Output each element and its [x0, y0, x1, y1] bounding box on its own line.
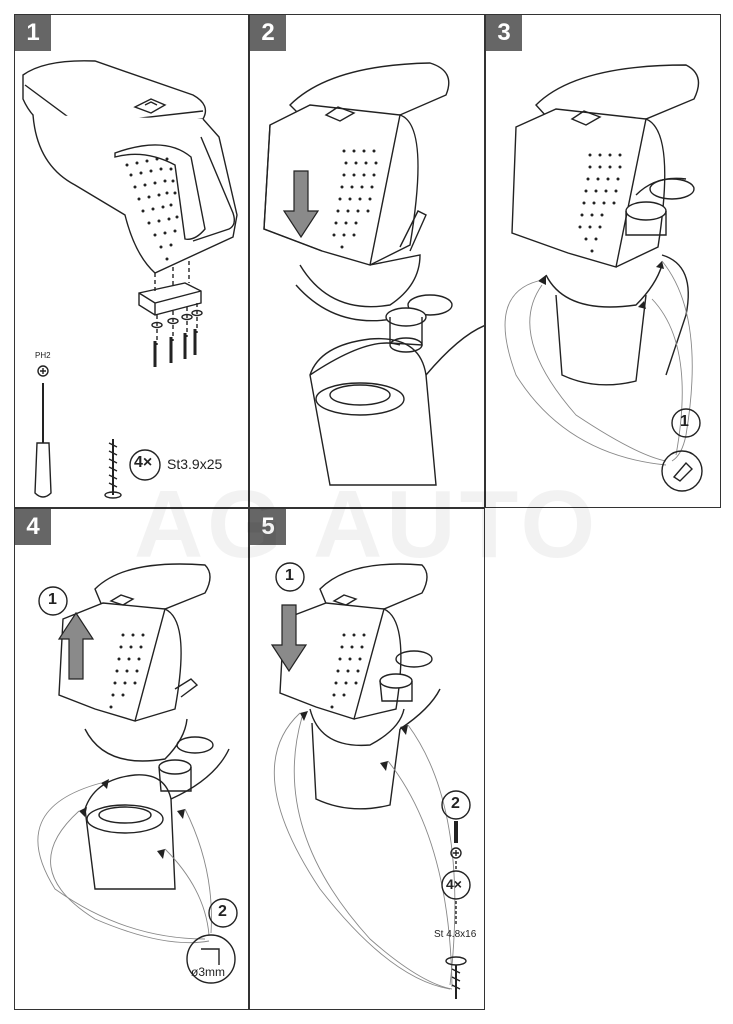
step-number-badge: 4	[15, 509, 51, 545]
step-number-badge: 2	[250, 15, 286, 51]
step-panel-4: 4	[14, 508, 249, 1010]
armrest-secure-illustration	[270, 562, 471, 999]
step4-callout-2: 2	[218, 903, 227, 920]
step-panel-5: 5	[249, 508, 485, 1010]
step5-screw-count: 4×	[446, 876, 462, 892]
screw-spec-label: St3.9x25	[167, 456, 223, 472]
slide-down-arrow	[270, 604, 308, 673]
step-panel-2: 2	[249, 14, 485, 508]
armrest-slide-illustration	[263, 62, 484, 486]
armrest-lift-illustration	[37, 563, 238, 984]
step5-callout-2: 2	[451, 795, 460, 812]
step-panel-1: 1	[14, 14, 249, 508]
screw-count-label: 4×	[134, 454, 153, 471]
step5-callout-1: 1	[285, 567, 294, 584]
step-number-badge: 1	[15, 15, 51, 51]
step5-screw-spec: St 4.8x16	[434, 929, 477, 940]
armrest-exploded-illustration	[22, 60, 238, 499]
armrest-fit-illustration	[504, 64, 703, 492]
perforation-pattern	[125, 157, 179, 261]
step4-callout-1: 1	[48, 591, 57, 608]
perforation-pattern	[109, 633, 145, 709]
perforation-pattern	[332, 149, 378, 249]
perforation-pattern	[330, 633, 366, 709]
perforation-pattern	[578, 153, 622, 253]
slide-down-arrow	[282, 170, 320, 239]
step-number-badge: 5	[250, 509, 286, 545]
step-number-badge: 3	[486, 15, 522, 51]
screwdriver-type-label: PH2	[35, 351, 51, 360]
slide-up-arrow	[57, 611, 95, 680]
step3-callout-number: 1	[680, 413, 689, 430]
drill-diameter-label: ø3mm	[191, 965, 225, 979]
step-panel-3: 3	[485, 14, 721, 508]
